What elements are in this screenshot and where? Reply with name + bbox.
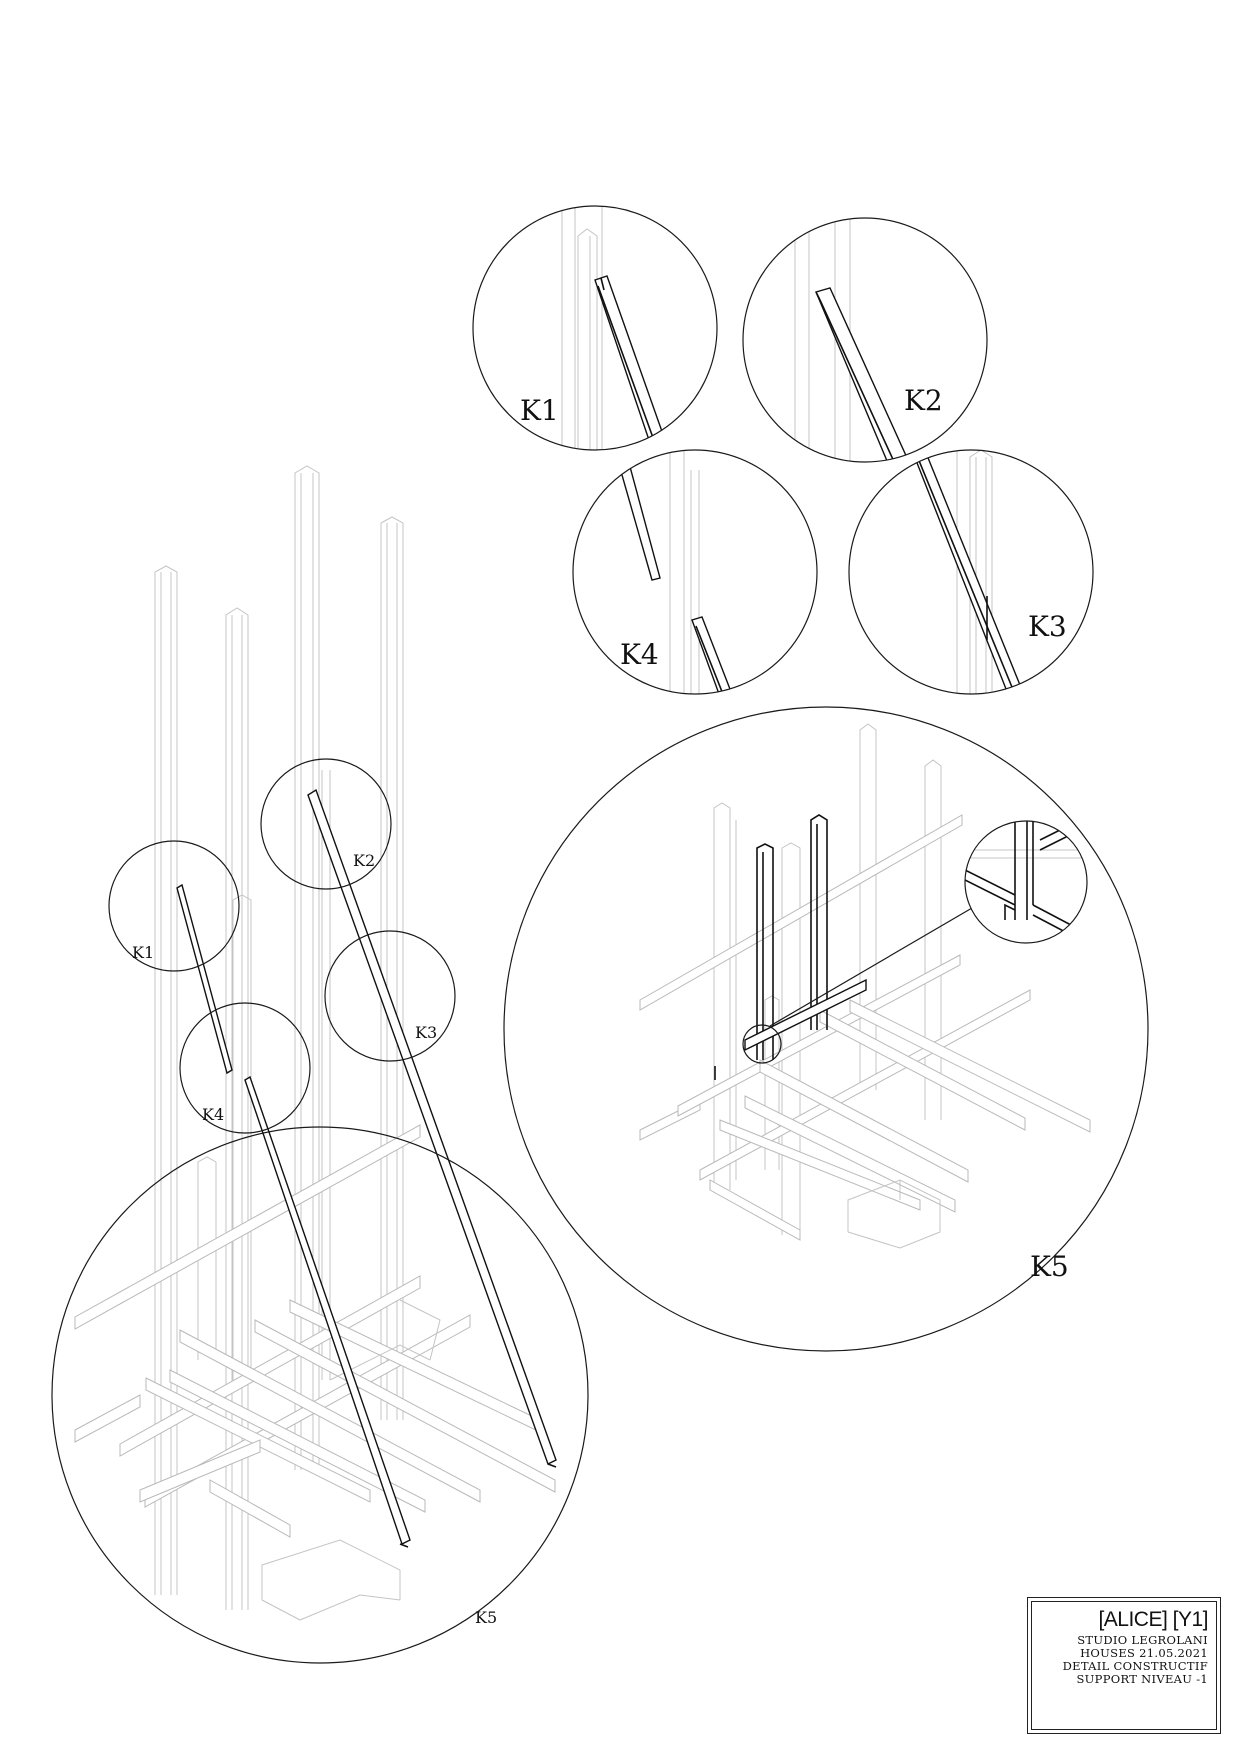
callout-label-k5: K5	[475, 1608, 497, 1627]
title-block-subject: SUPPORT NIVEAU -1	[1076, 1672, 1208, 1686]
title-block-studio: STUDIO LEGROLANI	[1077, 1633, 1208, 1647]
vertical-posts	[154, 465, 404, 1610]
title-block: [ALICE] [Y1] STUDIO LEGROLANI HOUSES 21.…	[1027, 1597, 1221, 1734]
k5-footing	[847, 1179, 941, 1249]
floor-beams	[74, 1124, 556, 1538]
callout-label-k3: K3	[415, 1023, 437, 1042]
callout-label-k1: K1	[132, 943, 154, 962]
title-block-inner: [ALICE] [Y1] STUDIO LEGROLANI HOUSES 21.…	[1031, 1601, 1217, 1730]
k5-highlighted-elements	[714, 814, 867, 1080]
detail-title-k5: K5	[1030, 1250, 1069, 1283]
detail-title-k3: K3	[1028, 610, 1067, 643]
title-block-project-date: HOUSES 21.05.2021	[1080, 1646, 1208, 1660]
title-block-drawing-type: DETAIL CONSTRUCTIF	[1062, 1659, 1208, 1673]
detail-k5: K5	[503, 706, 1149, 1352]
diagonal-braces	[176, 788, 557, 1548]
detail-k1: K1	[472, 205, 718, 451]
footing-block	[261, 1299, 441, 1621]
k5-zoom-inset	[964, 820, 1088, 944]
k5-beams	[639, 814, 1091, 1241]
detail-title-k2: K2	[904, 384, 943, 417]
title-block-title: [ALICE] [Y1]	[1098, 1608, 1208, 1631]
detail-k3: K3	[848, 449, 1094, 695]
detail-k4: K4	[572, 449, 818, 695]
callout-label-k2: K2	[353, 851, 375, 870]
callout-label-k4: K4	[202, 1105, 224, 1124]
detail-callout-rings	[51, 758, 589, 1664]
detail-title-k1: K1	[520, 394, 559, 427]
main-isometric-structure: K1 K2 K3 K4 K5	[51, 465, 589, 1664]
detail-k2: K2	[742, 217, 988, 463]
detail-title-k4: K4	[620, 638, 659, 671]
